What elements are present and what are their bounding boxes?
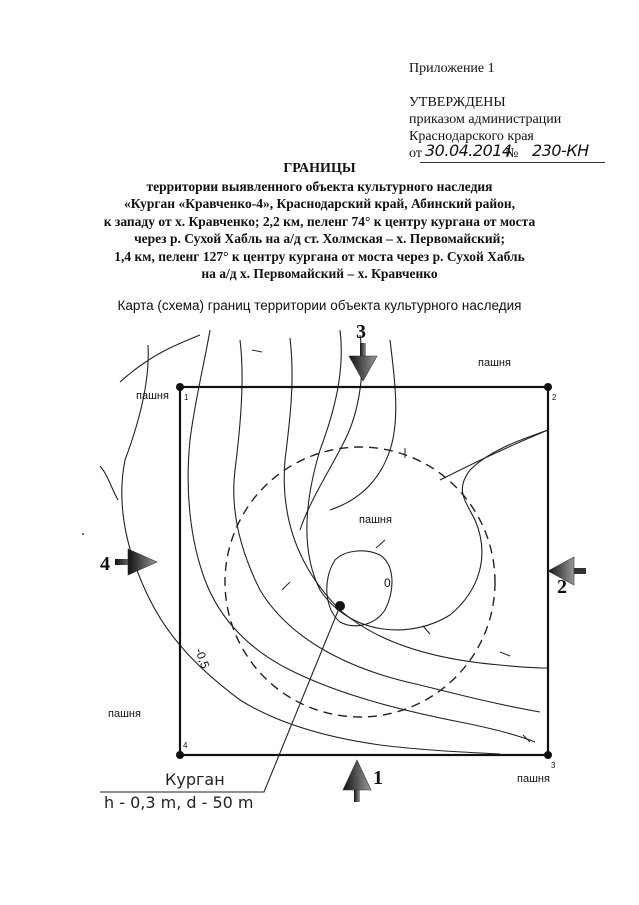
contour-line [119,334,201,383]
territory-boundary [178,385,550,757]
number-sign: № [505,146,519,161]
approved-label: УТВЕРЖДЕНЫ [409,95,506,110]
corner-label-3: 3 [551,761,556,770]
contour-ticks [251,349,531,743]
field-label: пашня [108,708,141,720]
title-line-6: на а/д х. Первомайский – х. Кравченко [201,266,438,281]
contour-tick [422,625,431,635]
contour-line [233,339,541,713]
contour-line [326,550,393,627]
contour-tick [499,651,511,657]
mound-name: Курган [165,770,225,789]
mound-params: h - 0,3 m, d - 50 m [104,793,254,812]
corner-point-1 [176,383,184,391]
corner-point-2 [544,383,552,391]
contour-line [306,329,549,631]
handwritten-number: 230-КН [532,141,589,160]
field-label: пашня [478,357,511,369]
contour-line [283,337,549,669]
corner-point-4 [176,751,184,759]
contour-line [99,465,119,501]
title-heading: ГРАНИЦЫ [283,161,356,176]
contour-lines [99,329,549,755]
title-line-3: к западу от х. Кравченко; 2,2 км, пеленг… [103,213,536,229]
field-label: пашня [517,773,550,785]
corner-label-1: 1 [184,393,189,402]
direction-label-4: 4 [100,553,110,575]
contour-tick [281,581,291,591]
direction-arrow-3 [348,343,378,382]
corner-point-3 [544,751,552,759]
handwritten-date: 30.04.2014 [425,141,512,160]
contour-line [299,334,397,531]
contour-tick [251,349,263,353]
contour-line [187,329,536,743]
contour-tick [522,734,531,743]
contour-tick [375,539,386,549]
map-caption: Карта (схема) границ территории объекта … [117,298,522,313]
direction-arrow-4 [115,548,158,576]
document-title: ГРАНИЦЫ территории выявленного объекта к… [0,160,639,283]
date-prefix: от [409,146,422,161]
protection-zone-circle [224,446,496,718]
title-line-5: 1,4 км, пеленг 127° к центру кургана от … [114,248,525,264]
title-line-4: через р. Сухой Хабль на а/д ст. Холмская… [134,231,505,246]
mound-leader-line [100,605,341,793]
contour-label-minus: -0,5 [192,646,212,671]
appendix-label: Приложение 1 [409,61,495,76]
field-label: пашня [359,514,392,526]
contour-line [439,429,549,481]
corner-label-2: 2 [552,393,557,402]
corner-label-4: 4 [183,741,188,750]
date-underline [420,162,605,163]
direction-label-1: 1 [373,767,383,789]
field-label: пашня [136,390,169,402]
contour-label-zero: 0 [384,576,391,590]
direction-arrow-2 [547,556,586,586]
direction-label-2: 2 [557,576,567,598]
direction-label-3: 3 [356,321,366,343]
title-line-1: территории выявленного объекта культурно… [146,178,493,194]
approval-order-line: приказом администрации [409,112,562,127]
contour-line [121,344,501,755]
title-line-2: «Курган «Кравченко-4», Краснодарский кра… [123,196,516,211]
direction-arrow-1 [342,759,372,802]
approval-region-line: Краснодарского края [409,129,534,144]
